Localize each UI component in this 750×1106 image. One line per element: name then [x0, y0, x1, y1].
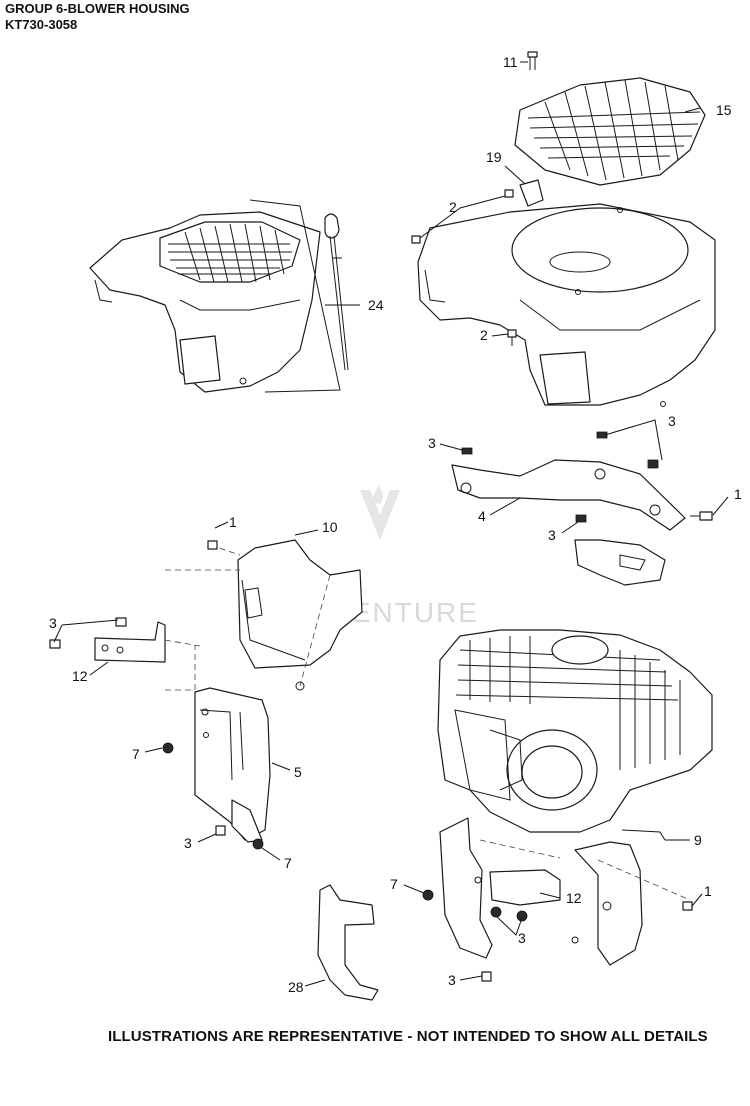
callout-12: 12	[566, 890, 582, 906]
screw-1	[207, 540, 218, 550]
blower-housing-left	[89, 199, 341, 393]
callout-12: 12	[72, 668, 88, 684]
bracket-4	[451, 459, 686, 586]
screw-3	[215, 825, 226, 836]
bracket-28	[317, 884, 379, 1001]
blower-housing-right	[417, 203, 716, 407]
diagram-title: GROUP 6-BLOWER HOUSING	[5, 1, 190, 16]
engine-block	[437, 629, 713, 833]
blower-grille	[514, 77, 706, 186]
model-number: KT730-3058	[5, 17, 78, 32]
callout-3: 3	[448, 972, 456, 988]
screw-1	[682, 901, 693, 911]
callout-10: 10	[322, 519, 338, 535]
callout-7: 7	[284, 855, 292, 871]
screw-3	[49, 617, 127, 649]
lower-cover-right	[439, 817, 691, 966]
callout-24: 24	[368, 297, 384, 313]
callout-2: 2	[449, 199, 457, 215]
callout-19: 19	[486, 149, 502, 165]
callout-1: 1	[734, 486, 742, 502]
callout-1: 1	[704, 883, 712, 899]
lower-cover-5	[194, 687, 271, 843]
disclaimer-footer: ILLUSTRATIONS ARE REPRESENTATIVE - NOT I…	[108, 1028, 708, 1045]
callout-1: 1	[229, 514, 237, 530]
callout-3: 3	[49, 615, 57, 631]
screw-3	[461, 431, 659, 523]
callout-3: 3	[184, 835, 192, 851]
screw-7	[162, 742, 264, 850]
leader-lines	[53, 61, 729, 987]
screw-2	[411, 189, 517, 346]
callout-3: 3	[428, 435, 436, 451]
callout-7: 7	[132, 746, 140, 762]
screw-3	[481, 906, 528, 982]
callout-labels: 11 15 19 2 2 24 3 3 1 4 3 1 10 3 12 7 5 …	[49, 54, 742, 995]
callout-11: 11	[503, 54, 518, 70]
callout-7: 7	[390, 876, 398, 892]
screw-7	[422, 889, 434, 901]
callout-3: 3	[548, 527, 556, 543]
screw-1	[690, 511, 713, 521]
callout-5: 5	[294, 764, 302, 780]
callout-9: 9	[694, 832, 702, 848]
bracket-12	[94, 621, 201, 691]
callout-4: 4	[478, 508, 486, 524]
callout-3: 3	[518, 930, 526, 946]
callout-3: 3	[668, 413, 676, 429]
callout-2: 2	[480, 327, 488, 343]
side-cover-10	[165, 539, 363, 691]
baffle-19	[519, 179, 544, 207]
callout-15: 15	[716, 102, 732, 118]
screw-11	[527, 51, 538, 70]
callout-28: 28	[288, 979, 304, 995]
dipstick	[324, 213, 349, 371]
